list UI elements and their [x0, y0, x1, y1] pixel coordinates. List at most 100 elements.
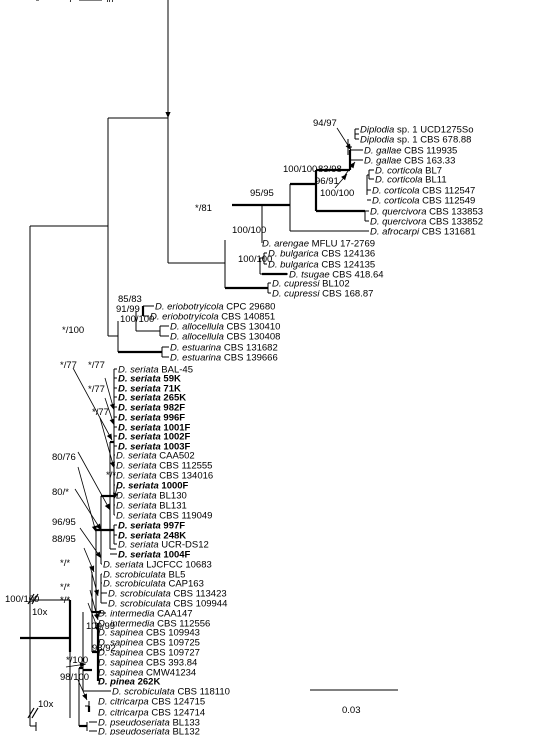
tip-label: D. cupressi BL102 [272, 279, 350, 290]
tip-label: D. gallae CBS 163.33 [364, 156, 455, 167]
tip-label: Diplodia sp. 1 UCD1275So [360, 125, 474, 136]
arrow-head [79, 662, 86, 668]
break-label-10x-root: 10x [38, 699, 54, 710]
tip-label: D. tsugae CBS 418.64 [289, 270, 384, 281]
tip-label-id: BL11 [423, 175, 447, 186]
tip-label-genus: D. pseudoseriata [98, 718, 170, 729]
tip-label-id: CBS 133852 [427, 217, 484, 228]
tip-label-id: CBS 168.87 [320, 289, 374, 300]
tip-label-genus: D. seriata [118, 365, 159, 376]
tip-label-id: 265K [161, 393, 186, 404]
tip-label: D. allocellula CBS 130408 [170, 332, 280, 343]
tip-label: Lasiodiplodia theobromae CBS 164.96 [40, 0, 203, 3]
tip-label-genus: D. corticola [372, 186, 420, 197]
tip-label-genus: D. estuarina [170, 353, 221, 364]
tip-label: D. seriata 1003F [118, 442, 191, 453]
tip-label-genus: D. alatafructa [97, 0, 154, 3]
tip-label-id: UY1263 [172, 0, 209, 3]
tip-label-id: BL130 [157, 491, 187, 502]
support-value: */77 [60, 360, 77, 371]
tip-label-genus: D. seriata [118, 384, 161, 395]
tip-label-genus: D. seriata [118, 403, 161, 414]
tip-label-genus: D. sapinea [98, 648, 143, 659]
support-value: */* [60, 595, 70, 606]
support-value: 100/100 [283, 164, 317, 175]
tip-label-id: 1003F [161, 442, 191, 453]
tip-label-genus: D. seriata [118, 374, 161, 385]
tip-label-genus: D. seriata [118, 432, 161, 443]
arrow-head [93, 613, 99, 620]
tip-label-genus: Lasiodiplodia theobromae [40, 0, 149, 3]
tip-label: D. seriata 996F [118, 413, 185, 424]
tip-label-genus: D. sapinea [98, 638, 143, 649]
tip-label: D. seriata CAA502 [116, 451, 195, 462]
tip-label-genus: D. corticola [372, 196, 420, 207]
tip-label-genus: D. seriata [118, 393, 161, 404]
tip-label: D. arengae MFLU 17-2769 [262, 239, 375, 250]
tip-label-genus: D. eriobotryicola [150, 312, 219, 323]
tip-label: D. pseudoseriata UY1263 [100, 0, 209, 3]
tip-label-id: UCR-DS12 [159, 540, 209, 551]
tip-label: D. bulgarica CBS 124135 [268, 260, 375, 271]
support-value: 96/95 [52, 517, 76, 528]
tip-label-id: CBS 112549 [420, 196, 476, 207]
tip-label-id: CBS 112555 [157, 461, 213, 472]
tip-label: D. seriata BL130 [116, 491, 187, 502]
support-value: */* [60, 582, 70, 593]
tip-label-genus: D. cupressi [272, 289, 320, 300]
tip-label-genus: D. pinea [98, 677, 135, 688]
tip-label: D. afrocarpi CBS 131681 [370, 227, 476, 238]
tip-label-genus: D. seriata [116, 461, 157, 472]
tip-label: D. seriata CBS 112555 [116, 461, 212, 472]
arrow-head [82, 693, 87, 700]
tip-label: D. corticola BL11 [375, 175, 447, 186]
tip-label-genus: D. citricarpa [98, 708, 149, 719]
tip-label-id: CBS 109725 [143, 638, 200, 649]
scale-bar-label: 0.03 [342, 705, 361, 716]
tip-label: D. corticola CBS 112549 [372, 196, 475, 207]
tip-label: D. eriobotryicola CPC 29680 [155, 302, 275, 313]
break-label-10x: 10x [32, 607, 48, 618]
tip-label-id: CBS 113423 [171, 589, 227, 600]
tip-label-id: CBS 124906 [167, 0, 224, 3]
break-mark [27, 707, 35, 719]
tip-label-genus: D. seriata [118, 550, 161, 561]
tip-label-genus: D. tsugae [289, 270, 330, 281]
tip-label: D. cupressi CBS 168.87 [272, 289, 373, 300]
tip-label: D. estuarina CBS 131682 [170, 343, 278, 354]
tip-label-id: CBS 124933 [160, 0, 217, 3]
support-value: 94/97 [313, 118, 337, 129]
tip-label-genus: D. seriata [116, 501, 157, 512]
tip-label-id: CBS 139666 [221, 353, 278, 364]
tip-label: D. corticola BL7 [375, 166, 442, 177]
support-value: */77 [88, 360, 105, 371]
tip-label: D. seriata UCR-DS12 [118, 540, 209, 551]
tip-label-genus: D. scrobiculata [108, 599, 171, 610]
tip-label-id: CBS 124715 [149, 697, 206, 708]
tip-label: D. seriata 1000F [116, 481, 189, 492]
tip-label: D. seriata CBS 134016 [116, 471, 213, 482]
tip-label: D. alatafructa CBS 124933 [103, 0, 216, 3]
tip-label: D. bulgarica CBS 124136 [268, 249, 375, 260]
tip-label-genus: D. seriata [116, 491, 157, 502]
tip-label-id: CBS 133853 [427, 207, 484, 218]
support-value: 100/99 [86, 621, 115, 632]
tip-label: D. corticola CBS 112547 [372, 186, 475, 197]
tip-label-id: CBS 134016 [157, 471, 214, 482]
tip-label-id: CBS 164.96 [149, 0, 203, 3]
arrow-head [109, 461, 115, 468]
tip-label: D. quercivora CBS 133852 [370, 217, 483, 228]
tip-label-genus: D. pseudoseriata [100, 0, 172, 3]
tip-label: D. estuarina CBS 139666 [170, 353, 278, 364]
support-value: 80/* [52, 487, 69, 498]
tip-label: D. pseudoseriata BL133 [98, 718, 200, 729]
tip-label-id: CBS 131681 [419, 227, 476, 238]
tip-label-genus: D. citricarpa [98, 697, 149, 708]
tip-label: D. gallae CBS 119935 [364, 146, 457, 157]
tip-label-id: CBS 140851 [219, 312, 276, 323]
arrow-head [106, 433, 112, 440]
tip-label-genus: D. pseudoseriata [95, 0, 167, 3]
arrow-head [104, 503, 110, 510]
